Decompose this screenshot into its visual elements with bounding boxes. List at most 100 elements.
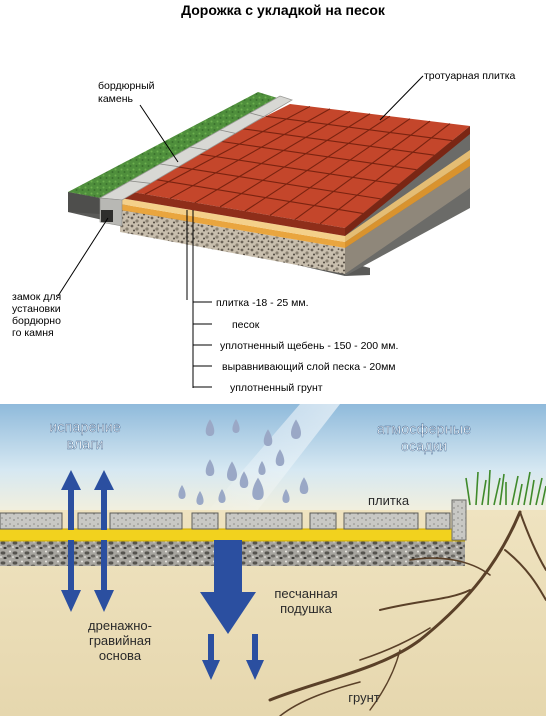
raindrops — [178, 419, 309, 505]
paving-tile — [109, 512, 183, 530]
curb-joint — [249, 112, 264, 118]
raindrop — [299, 477, 309, 494]
sand-layer-right — [345, 150, 470, 242]
water-flow-small-arrows — [202, 634, 264, 680]
bottom-diagram: испарение влаги атмосферные осадки плитк… — [0, 404, 546, 717]
leader-lock — [57, 217, 109, 297]
layer-label-gravel: уплотненный щебень - 150 - 200 мм. — [220, 340, 398, 352]
label-lock-3: бордюрно — [12, 315, 61, 327]
curb-joint — [159, 163, 179, 168]
paving-tile — [309, 512, 337, 530]
raindrop — [282, 489, 290, 503]
label-curb-line1: бордюрный — [98, 80, 155, 92]
paving-tile — [77, 512, 103, 530]
paving-tile — [225, 512, 303, 530]
sand-leveling-right — [345, 158, 470, 248]
label-paving: тротуарная плитка — [424, 70, 516, 82]
sand-layer — [120, 198, 345, 242]
raindrop — [258, 461, 266, 475]
raindrop — [239, 471, 249, 488]
paving-grid-line — [217, 140, 417, 171]
leader-curb — [139, 104, 179, 163]
paving-tile — [191, 512, 219, 530]
raindrop — [218, 489, 226, 503]
paving-grid-line — [192, 152, 399, 185]
raindrop — [291, 419, 301, 439]
evaporation-arrows — [61, 470, 114, 530]
paving-grid-line — [241, 128, 435, 156]
grass-tuft — [465, 469, 546, 506]
drainage-down-arrows — [61, 540, 114, 612]
paving-tile — [343, 512, 419, 530]
curb-joints — [129, 112, 264, 184]
curb-joint — [129, 180, 151, 184]
raindrop — [263, 429, 273, 446]
curb-joint — [219, 129, 236, 134]
curb-lock-slot — [101, 210, 113, 222]
label-curb-line2: камень — [98, 93, 134, 105]
label-lock-2: установки — [12, 303, 61, 315]
label-lock-1: замок для — [12, 291, 61, 303]
label-precipitation-2: осадки — [401, 439, 447, 455]
grass-strip — [68, 92, 284, 198]
sand-cushion-layer — [0, 529, 465, 541]
label-drainage-3: основа — [99, 648, 142, 663]
paving-grid-line — [265, 115, 453, 142]
layer-callouts — [186, 210, 212, 388]
paving-tile — [0, 512, 63, 530]
paving-right-face — [345, 126, 470, 236]
raindrop — [178, 485, 186, 499]
leader-paving — [379, 75, 424, 121]
layer-label-tile: плитка -18 - 25 мм. — [216, 297, 309, 309]
layer-label-leveling: выравнивающий слой песка - 20мм — [222, 361, 396, 373]
sand-leveling-layer — [120, 204, 345, 248]
paving-grid-line — [144, 177, 363, 214]
paving-grid-line — [169, 108, 331, 199]
grass-left-face — [68, 192, 100, 214]
label-drainage-2: гравийная — [89, 633, 151, 648]
raindrop — [205, 459, 215, 476]
raindrop — [227, 461, 237, 481]
paving-top-surface — [120, 104, 470, 228]
raindrop — [252, 477, 264, 500]
paving-grid-line — [244, 115, 391, 212]
paving-grid-line — [294, 120, 431, 220]
label-evaporation-2: влаги — [66, 437, 103, 453]
gravel-layer — [120, 210, 345, 274]
light-beam — [200, 404, 340, 520]
paving-grid-line — [168, 164, 381, 200]
paving-grid — [144, 105, 453, 225]
label-sand-cushion-1: песчанная — [274, 586, 337, 601]
layer-label-sand: песок — [232, 319, 260, 331]
paving-grid-line — [269, 118, 411, 216]
raindrop — [196, 491, 204, 505]
top-title: Дорожка с укладкой на песок — [181, 2, 386, 18]
label-precipitation-1: атмосферные — [377, 422, 471, 438]
plant-roots — [268, 510, 546, 717]
title-bg — [140, 0, 470, 20]
paving-grid-line — [194, 110, 351, 204]
paving-tile — [425, 512, 451, 530]
label-lock-4: го камня — [12, 327, 54, 339]
gravel-layer-right — [345, 166, 470, 274]
right-curb-stone — [451, 499, 467, 541]
water-flow-big-arrow — [200, 540, 256, 634]
label-soil: грунт — [348, 690, 380, 705]
paving-grid-line — [219, 113, 371, 208]
paving-grid-line — [319, 123, 451, 225]
layer-label-soil: уплотненный грунт — [230, 382, 323, 394]
paving-grid-line — [144, 105, 311, 195]
label-sand-cushion-2: подушка — [280, 601, 332, 616]
tiles-row — [0, 512, 451, 530]
raindrop — [232, 419, 240, 433]
curb-joint — [189, 146, 208, 151]
raindrop — [275, 449, 285, 466]
top-diagram: Дорожка с укладкой на песок бордюрный — [12, 0, 516, 394]
label-drainage-1: дренажно- — [88, 618, 152, 633]
raindrop — [205, 419, 215, 436]
label-evaporation-1: испарение — [49, 420, 121, 436]
paving-front-face — [120, 190, 345, 236]
label-tile: плитка — [368, 493, 410, 508]
